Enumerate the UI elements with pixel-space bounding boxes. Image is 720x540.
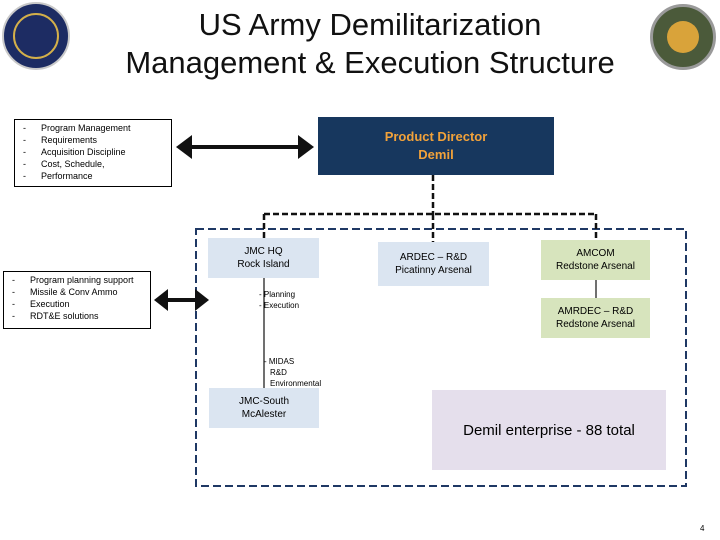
jmc-south-node: JMC-South McAlester — [209, 388, 319, 428]
node-line-2: Picatinny Arsenal — [395, 265, 472, 276]
ardec-node: ARDEC – R&D Picatinny Arsenal — [378, 242, 489, 286]
node-line-1: JMC HQ — [244, 246, 283, 257]
amrdec-node: AMRDEC – R&D Redstone Arsenal — [541, 298, 650, 338]
list-item: Cost, Schedule, — [21, 158, 165, 170]
solid-connectors — [263, 278, 597, 388]
list-item: Program planning support — [10, 274, 144, 286]
list-item: Requirements — [21, 134, 165, 146]
hierarchy-connectors — [262, 175, 598, 242]
army-seal-logo — [650, 4, 716, 70]
node-line-2: Rock Island — [237, 259, 290, 270]
enterprise-total-box: Demil enterprise - 88 total — [432, 390, 666, 470]
node-line-1: JMC-South — [238, 396, 289, 407]
label-planning: - Planning — [259, 290, 296, 299]
node-line-1: AMRDEC – R&D — [557, 306, 634, 317]
pd-line-1: Product Director — [384, 129, 488, 144]
page-title: US Army Demilitarization Management & Ex… — [90, 6, 650, 82]
list-item: Program Management — [21, 122, 165, 134]
enterprise-boundary — [195, 228, 687, 487]
label-execution: - Execution — [259, 301, 300, 310]
title-line-2: Management & Execution Structure — [125, 45, 615, 80]
label-midas: - MIDAS — [264, 357, 295, 366]
list-item-continuation: Performance — [21, 170, 165, 182]
jmc-south-functions: - MIDAS R&D Environmental — [264, 356, 321, 389]
amcom-node: AMCOM Redstone Arsenal — [541, 240, 650, 280]
label-rnd: R&D — [270, 368, 287, 377]
node-line-1: AMCOM — [576, 248, 615, 259]
list-item: RDT&E solutions — [10, 310, 144, 322]
peo-seal-logo — [2, 2, 70, 70]
product-director-box: Product Director Demil — [318, 117, 554, 175]
node-line-1: ARDEC – R&D — [399, 252, 468, 263]
jmc-hq-functions: - Planning - Execution — [259, 289, 299, 311]
node-line-2: McAlester — [241, 409, 287, 420]
jmc-hq-node: JMC HQ Rock Island — [208, 238, 319, 278]
page-number: 4 — [700, 524, 705, 533]
node-line-2: Redstone Arsenal — [556, 261, 635, 272]
double-arrow-left — [154, 289, 209, 311]
label-environmental: Environmental — [270, 379, 322, 388]
double-arrow-top — [176, 135, 314, 159]
pm-responsibilities-box: Program Management Requirements Acquisit… — [14, 119, 172, 187]
list-item-continuation: Execution — [10, 298, 144, 310]
title-line-1: US Army Demilitarization — [198, 7, 542, 42]
pd-line-2: Demil — [418, 147, 454, 162]
planning-support-box: Program planning support Missile & Conv … — [3, 271, 151, 329]
list-item: Acquisition Discipline — [21, 146, 165, 158]
node-line-2: Redstone Arsenal — [556, 319, 635, 330]
list-item: Missile & Conv Ammo — [10, 286, 144, 298]
enterprise-total-label: Demil enterprise - 88 total — [463, 421, 635, 439]
